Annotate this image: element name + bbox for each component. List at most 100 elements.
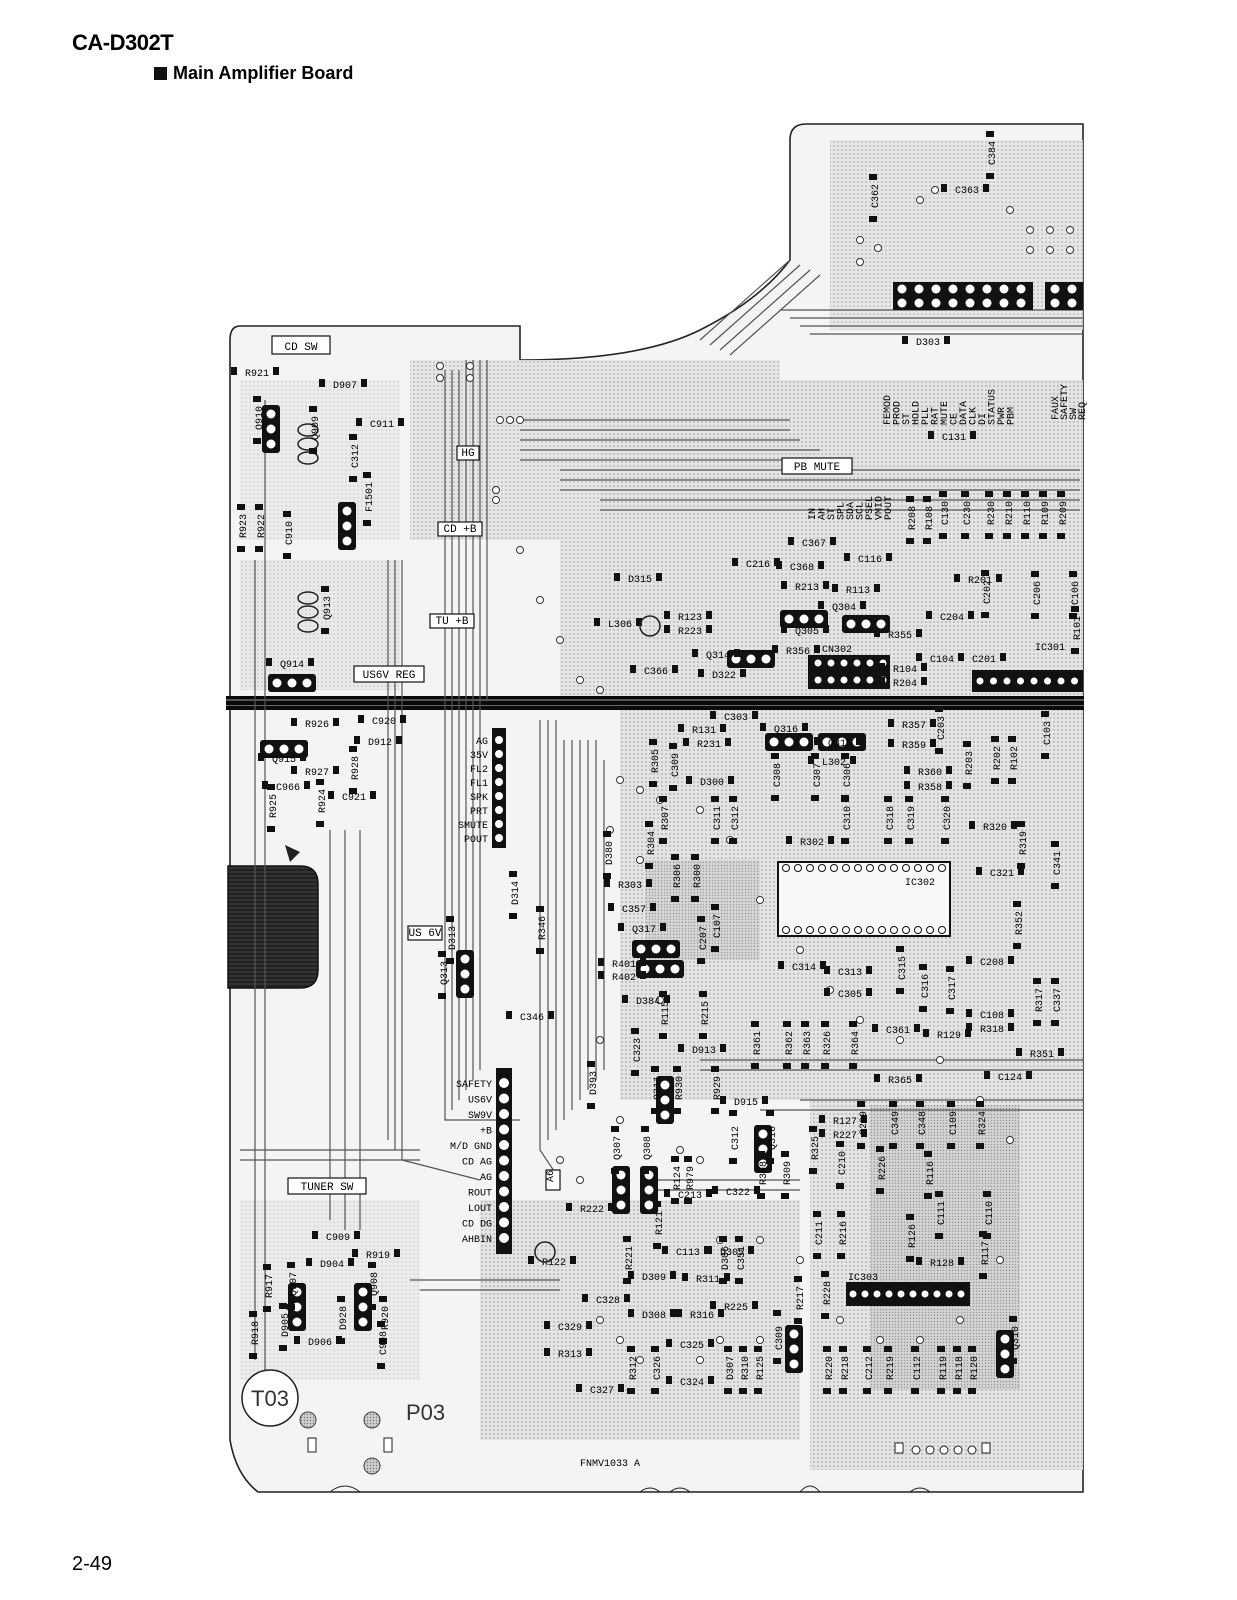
component-c311: C311 bbox=[711, 796, 724, 844]
component-ref-label: D305 bbox=[720, 1248, 744, 1259]
component-r361: R361 bbox=[751, 1021, 764, 1069]
component-q313: Q313 bbox=[438, 951, 451, 999]
component-r324: R324 bbox=[976, 1101, 989, 1149]
component-ref-label: C320 bbox=[943, 806, 954, 830]
pb-mute-pin-label: SCL bbox=[856, 502, 867, 520]
component-r310: R310 bbox=[739, 1346, 752, 1394]
component-ref-label: R929 bbox=[713, 1076, 724, 1100]
component-ref-label: R104 bbox=[893, 665, 917, 676]
component-c305: C305 bbox=[824, 988, 872, 1001]
component-r128: R128 bbox=[916, 1257, 964, 1270]
component-ref-label: R204 bbox=[893, 679, 917, 690]
svg-text:US6V REG: US6V REG bbox=[363, 670, 416, 682]
component-c303: C303 bbox=[710, 711, 758, 724]
top-pin-labels: FEMODPRODSTHOLDPLLRATMUTECEDATACLKDISTAT… bbox=[808, 384, 1089, 520]
boxed-label-2: US6V REG bbox=[353, 665, 425, 683]
component-ref-label: C323 bbox=[633, 1038, 644, 1062]
component-r307: R307 bbox=[659, 796, 672, 844]
component-ref-label: C209 bbox=[859, 1111, 870, 1135]
component-r117: R117 bbox=[979, 1231, 992, 1279]
component-r303: R303 bbox=[604, 879, 652, 892]
component-ref-label: D384 bbox=[636, 997, 660, 1008]
component-ref-label: C326 bbox=[653, 1356, 664, 1380]
component-ref-label: C112 bbox=[913, 1356, 924, 1380]
boxed-label-1: PB MUTE bbox=[781, 457, 853, 475]
component-ref-label: C351 bbox=[737, 1246, 748, 1270]
component-d322: D322 bbox=[698, 669, 746, 682]
component-ref-label: Q914 bbox=[280, 660, 304, 671]
component-r302: R302 bbox=[786, 836, 834, 849]
component-ref-label: R225 bbox=[724, 1303, 748, 1314]
component-ref-label: R302 bbox=[800, 838, 824, 849]
component-ref-label: R920 bbox=[381, 1306, 392, 1330]
component-ref-label: C204 bbox=[940, 613, 964, 624]
component-ref-label: R203 bbox=[965, 751, 976, 775]
component-ref-label: C341 bbox=[1053, 851, 1064, 875]
component-ref-label: R917 bbox=[265, 1274, 276, 1298]
component-ref-label: D308 bbox=[642, 1311, 666, 1322]
component-c124: C124 bbox=[984, 1071, 1032, 1084]
component-ref-label: C103 bbox=[1043, 721, 1054, 745]
component-ref-label: R128 bbox=[930, 1259, 954, 1270]
component-ref-label: F1501 bbox=[365, 482, 376, 512]
component-ref-label: R223 bbox=[678, 627, 702, 638]
boxed-label-3: TUNER SW bbox=[287, 1177, 367, 1195]
component-c109: C109 bbox=[947, 1101, 960, 1149]
component-ref-label: C110 bbox=[985, 1201, 996, 1225]
component-r316: R316 bbox=[676, 1309, 724, 1322]
component-c362: C362 bbox=[869, 174, 882, 222]
component-r225: R225 bbox=[710, 1301, 758, 1314]
component-ref-label: Q317 bbox=[632, 925, 656, 936]
component-ref-label: R318 bbox=[980, 1025, 1004, 1036]
component-r918: R918 bbox=[249, 1311, 262, 1359]
component-ref-label: R231 bbox=[697, 740, 721, 751]
component-ref-label: R402 bbox=[612, 973, 636, 984]
component-q305: Q305 bbox=[781, 625, 829, 638]
component-ref-label: R119 bbox=[939, 1356, 950, 1380]
component-c207: C207 bbox=[697, 916, 710, 964]
component-ref-label: R121 bbox=[655, 1211, 666, 1235]
component-ref-label: C203 bbox=[937, 716, 948, 740]
pin-label-lower: CD DG bbox=[462, 1220, 492, 1231]
component-r401: R401 bbox=[598, 958, 646, 971]
component-ref-label: C908 bbox=[379, 1331, 390, 1355]
component-ref-label: R307 bbox=[661, 806, 672, 830]
boxed-label-8: A6 bbox=[545, 1169, 561, 1191]
component-ref-label: C212 bbox=[865, 1356, 876, 1380]
component-ref-label: C230 bbox=[963, 501, 974, 525]
component-r920: R920 bbox=[379, 1296, 392, 1344]
component-ref-label: R209 bbox=[1059, 501, 1070, 525]
component-c308: C308 bbox=[771, 753, 784, 801]
component-c357: C357 bbox=[608, 903, 656, 916]
component-c310: C310 bbox=[841, 796, 854, 844]
component-ref-label: R364 bbox=[851, 1031, 862, 1055]
component-ref-label: Q305 bbox=[795, 627, 819, 638]
component-ref-label: C309 bbox=[775, 1326, 786, 1350]
component-ref-label: Q311 bbox=[653, 1076, 664, 1100]
component-ref-label: C368 bbox=[790, 563, 814, 574]
component-ref-label: Q304 bbox=[832, 603, 856, 614]
section-title-text: Main Amplifier Board bbox=[173, 63, 354, 83]
component-d306: D306 bbox=[719, 1236, 732, 1284]
component-ref-label: R230 bbox=[987, 501, 998, 525]
component-ref-label: R365 bbox=[888, 1076, 912, 1087]
component-c107: C107 bbox=[711, 904, 724, 952]
component-r311: R311 bbox=[682, 1273, 730, 1286]
square-bullet-icon bbox=[154, 67, 167, 80]
component-r126: R126 bbox=[906, 1214, 919, 1262]
component-c313: C313 bbox=[824, 966, 872, 979]
component-ref-label: R116 bbox=[926, 1161, 937, 1185]
component-r325: R325 bbox=[809, 1126, 822, 1174]
component-c909: C909 bbox=[312, 1231, 360, 1244]
component-ref-label: Q909 bbox=[311, 416, 322, 440]
component-c315: C315 bbox=[896, 946, 909, 994]
component-ref-label: C310 bbox=[843, 806, 854, 830]
component-r228: R228 bbox=[821, 1271, 834, 1319]
component-r219: R219 bbox=[884, 1346, 897, 1394]
component-ref-label: R304 bbox=[647, 831, 658, 855]
component-ref-label: C206 bbox=[1033, 581, 1044, 605]
component-ref-label: R118 bbox=[955, 1356, 966, 1380]
component-c346: C346 bbox=[506, 1011, 554, 1024]
component-ref-label: Q316 bbox=[768, 1126, 779, 1150]
component-q909: Q909 bbox=[309, 406, 322, 454]
